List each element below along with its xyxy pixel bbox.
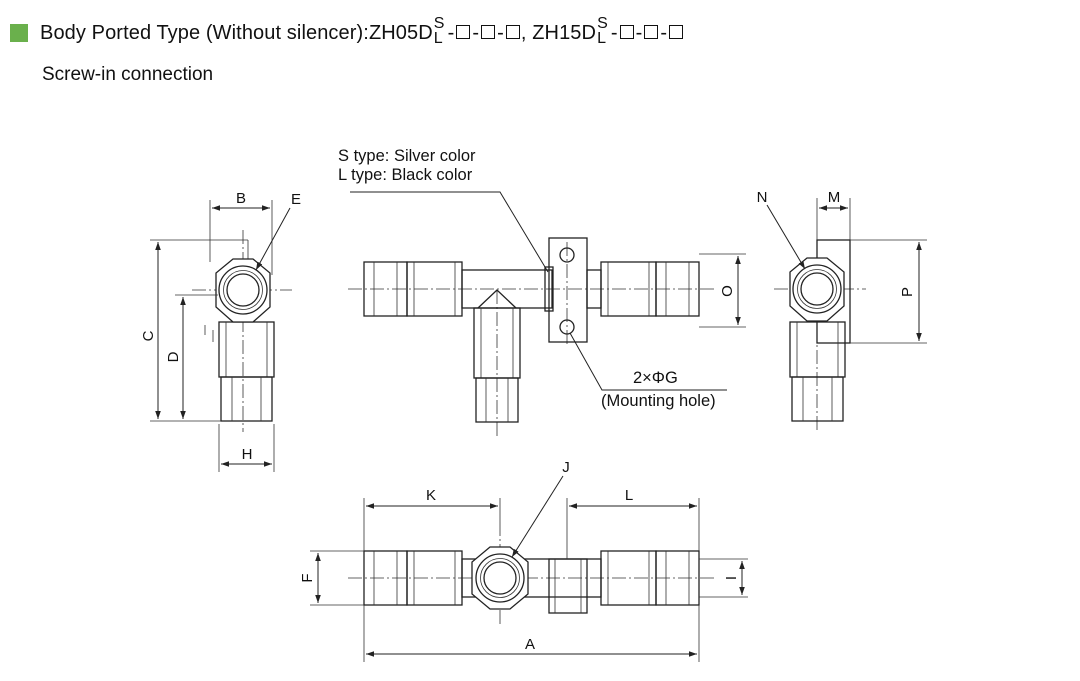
dim-label-k: K xyxy=(426,487,436,504)
note-mount-line2: (Mounting hole) xyxy=(601,392,716,410)
title-text: Body Ported Type (Without silencer): xyxy=(40,21,369,44)
section-title: Body Ported Type (Without silencer): ZH0… xyxy=(40,16,684,47)
note-color-line1: S type: Silver color xyxy=(338,147,476,165)
bottom-top-view xyxy=(348,522,715,625)
section-header: Body Ported Type (Without silencer): ZH0… xyxy=(10,14,684,52)
placeholder-box-icon xyxy=(505,25,520,40)
dim-label-c: C xyxy=(140,330,157,341)
dim-label-m: M xyxy=(828,189,841,206)
dim-label-e: E xyxy=(291,191,301,208)
placeholder-box-icon xyxy=(456,25,471,40)
placeholder-box-icon xyxy=(669,25,684,40)
dim-label-o: O xyxy=(719,285,736,297)
dim-label-n: N xyxy=(757,189,768,206)
model-code-zh15d: ZH15D S L --- xyxy=(532,16,684,47)
leader-lines xyxy=(255,191,806,558)
dim-label-a: A xyxy=(525,636,535,653)
dim-label-j: J xyxy=(562,459,570,476)
note-mount-line1: 2×ΦG xyxy=(633,369,678,387)
placeholder-box-icon xyxy=(644,25,659,40)
right-side-view xyxy=(774,239,866,432)
labels: S type: Silver color L type: Black color… xyxy=(140,147,916,653)
subtitle: Screw-in connection xyxy=(42,64,214,85)
note-color-line2: L type: Black color xyxy=(338,166,473,184)
center-front-view xyxy=(348,237,715,438)
dim-label-l: L xyxy=(625,487,633,504)
placeholder-box-icon xyxy=(619,25,634,40)
model-code-zh05d: ZH05D S L --- xyxy=(369,16,521,47)
dim-label-h: H xyxy=(242,446,253,463)
dimension-lines xyxy=(150,198,927,662)
placeholder-box-icon xyxy=(481,25,496,40)
dim-label-f: F xyxy=(299,573,316,582)
dim-label-i: I xyxy=(723,576,740,580)
dim-label-d: D xyxy=(165,351,182,362)
dim-label-b: B xyxy=(236,190,246,207)
green-square-bullet-icon xyxy=(10,24,28,42)
left-side-view xyxy=(192,230,292,432)
dim-label-p: P xyxy=(899,287,916,297)
